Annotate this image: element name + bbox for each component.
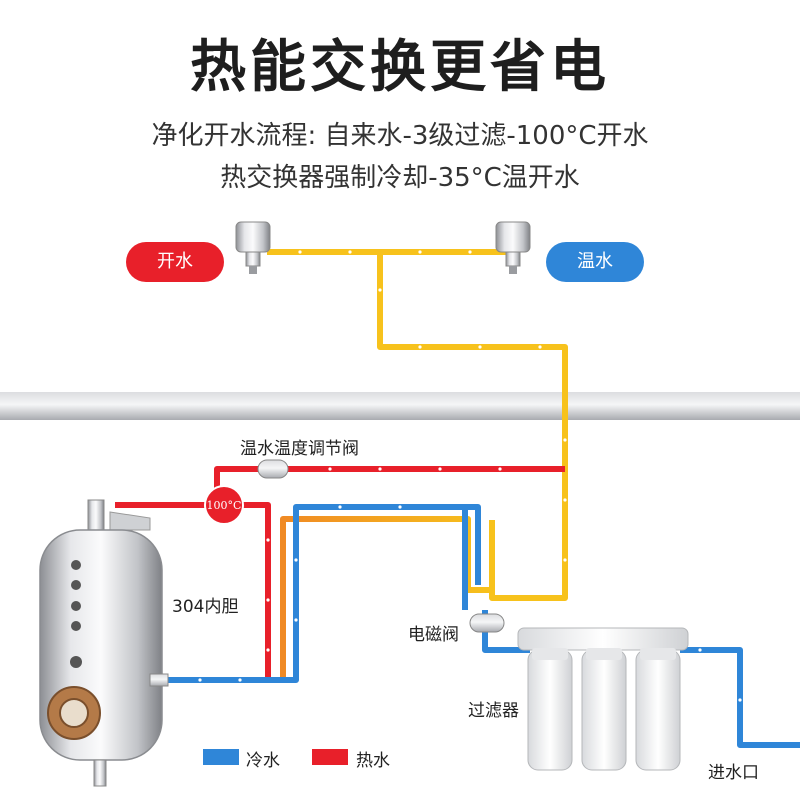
- legend-cold-label: 冷水: [246, 751, 280, 771]
- boil-faucet-icon: [235, 221, 271, 274]
- legend-hot-swatch: [312, 749, 348, 765]
- warm-water-pipe: [267, 249, 568, 601]
- thermostat-text: 100°C: [207, 499, 242, 512]
- wall-pipe: [0, 392, 800, 420]
- legend-cold-swatch: [203, 749, 239, 765]
- filter-label: 过滤器: [468, 701, 519, 721]
- inlet-label: 进水口: [708, 763, 759, 783]
- legend-hot-label: 热水: [356, 751, 390, 771]
- tank-icon: [39, 499, 169, 787]
- filter-icon: [517, 627, 689, 771]
- boil-water-badge: 开水: [126, 242, 224, 282]
- valve-label: 温水温度调节阀: [240, 439, 359, 459]
- tank-label: 304内胆: [172, 597, 239, 617]
- page-title: 热能交换更省电: [190, 35, 610, 100]
- subtitle-line-1: 净化开水流程: 自来水-3级过滤-100°C开水: [151, 121, 649, 151]
- valve-icon: [257, 459, 289, 479]
- flow-arrows: [198, 250, 742, 702]
- warm-water-badge: 温水: [546, 242, 644, 282]
- warm-faucet-icon: [495, 221, 531, 274]
- thermostat-badge: [204, 485, 244, 525]
- solenoid-label: 电磁阀: [408, 625, 459, 645]
- solenoid-valve-icon: [469, 613, 505, 633]
- exchange-pipe: [280, 516, 492, 680]
- subtitle-line-2: 热交换器强制冷却-35°C温开水: [220, 163, 580, 193]
